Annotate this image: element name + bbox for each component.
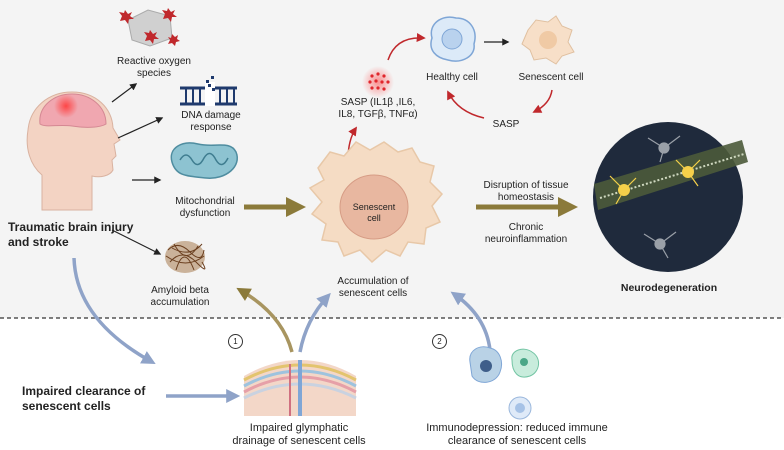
arrow-dots-to-healthy	[387, 33, 426, 61]
label-accumulation: Accumulation of senescent cells	[337, 276, 409, 299]
arrow-senescent-to-sasp	[532, 89, 553, 113]
healthy-cell-icon	[430, 16, 476, 62]
label-traumatic-brain-injury: Traumatic brain injury and stroke	[8, 220, 134, 249]
head-brain-illustration	[26, 91, 121, 211]
immune-cells-icon	[469, 346, 539, 420]
neurodegeneration-icon	[593, 122, 748, 272]
sasp-dots-icon	[362, 66, 394, 98]
label-impaired-clearance: Impaired clearance of senescent cells	[22, 384, 146, 413]
label-sasp: SASP	[492, 119, 520, 130]
label-senescent-cell: Senescent cell	[518, 72, 584, 83]
step-badge-1: 1	[228, 334, 243, 349]
senescent-cell-large-icon	[308, 141, 444, 264]
label-sasp-list: SASP (IL1β ,IL6, IL8, TGFβ, TNFα)	[338, 97, 418, 120]
label-neurodegeneration: Neurodegeneration	[620, 282, 718, 294]
glymphatic-tissue-icon	[243, 360, 357, 416]
label-amyloid-beta: Amyloid beta accumulation	[150, 285, 210, 308]
label-senescent-cell-center: Senescent cell	[352, 202, 396, 223]
label-reactive-oxygen-species: Reactive oxygen species	[117, 56, 191, 79]
dna-damage-icon	[180, 76, 237, 106]
arrow-glymphatic-to-amyloid	[236, 287, 294, 353]
label-disruption: Disruption of tissue homeostasis	[483, 180, 569, 203]
arrow-to-dna	[117, 117, 164, 139]
mitochondria-icon	[170, 142, 238, 179]
label-chronic-neuroinflammation: Chronic neuroinflammation	[484, 222, 568, 245]
label-dna-damage-response: DNA damage response	[181, 110, 241, 133]
senescent-cell-small-icon	[521, 15, 575, 65]
label-mitochondrial-dysfunction: Mitochondrial dysfunction	[175, 196, 235, 219]
arrow-sasp-to-healthy	[447, 90, 485, 119]
arrow-to-amyloid	[111, 229, 162, 255]
arrow-immuno-to-accumulation	[450, 291, 492, 351]
amyloid-beta-icon	[165, 241, 206, 273]
label-immunodepression: Immunodepression: reduced immune clearan…	[426, 422, 608, 447]
arrow-tbi-to-impaired-clearance	[72, 257, 156, 365]
arrow-to-ros	[111, 83, 138, 103]
reactive-oxygen-species-icon	[119, 8, 180, 47]
label-glymphatic-drainage: Impaired glymphatic drainage of senescen…	[232, 422, 366, 447]
arrow-glymphatic-to-accumulation	[298, 292, 331, 353]
label-healthy-cell: Healthy cell	[426, 72, 478, 83]
step-badge-2: 2	[432, 334, 447, 349]
